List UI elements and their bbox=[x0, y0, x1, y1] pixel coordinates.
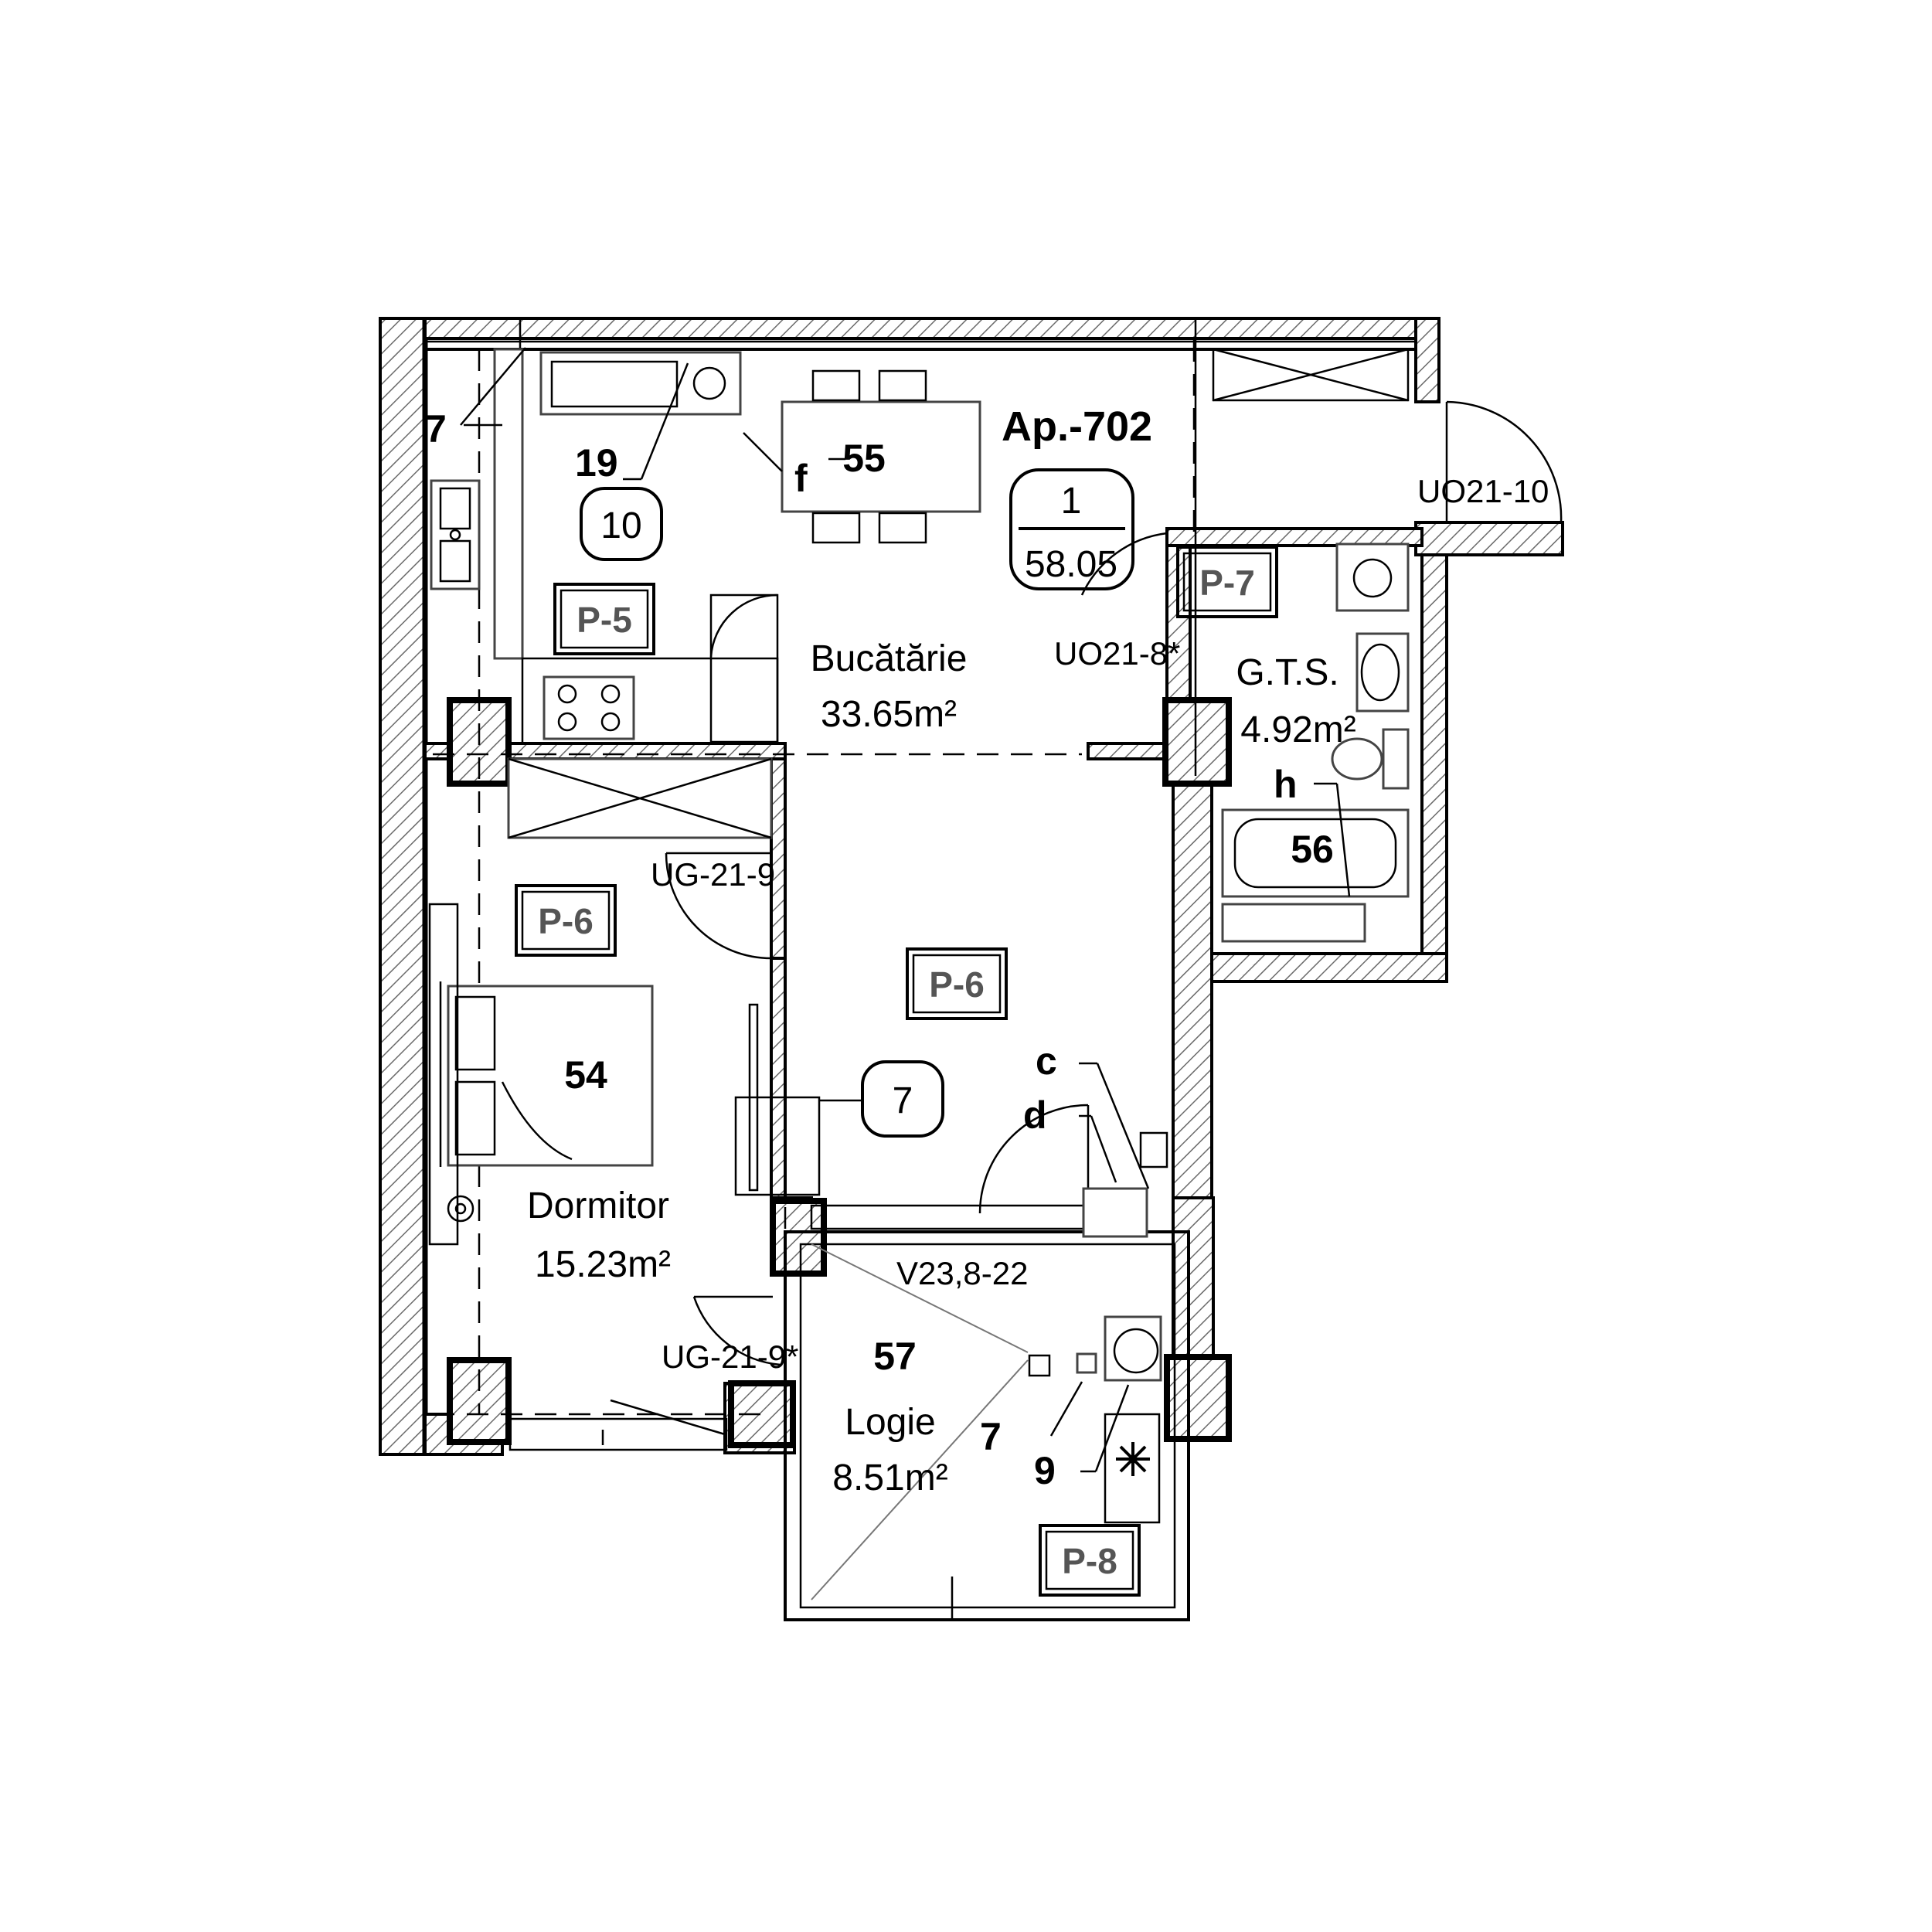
loggia-name: Logie bbox=[845, 1402, 935, 1443]
marker-kitchen-box-10: 10 bbox=[580, 487, 663, 561]
northeast-wall bbox=[1414, 317, 1440, 403]
bedroom-partition-lower bbox=[770, 957, 787, 1203]
entrance-wall bbox=[1414, 521, 1564, 556]
room-number-kitchen: 55 bbox=[842, 437, 886, 480]
north-wall bbox=[423, 317, 1417, 340]
washbasin-icon bbox=[1355, 632, 1410, 713]
columns bbox=[447, 697, 1232, 1448]
bedroom-name: Dormitor bbox=[527, 1185, 669, 1226]
room-number-loggia: 57 bbox=[873, 1335, 917, 1378]
svg-text:7: 7 bbox=[893, 1080, 913, 1121]
kitchen-counter bbox=[493, 348, 524, 660]
stove-icon bbox=[543, 675, 635, 740]
marker-kitchen-f: f bbox=[794, 457, 808, 500]
svg-text:P-6: P-6 bbox=[929, 964, 985, 1005]
column bbox=[770, 1198, 827, 1277]
floor-tag-loggia: P-8 bbox=[1039, 1524, 1141, 1597]
wardrobe-icon bbox=[507, 757, 773, 839]
washing-machine-icon bbox=[539, 351, 742, 416]
floor-tag-bathroom: P-7 bbox=[1176, 546, 1278, 618]
sink-icon bbox=[430, 479, 481, 590]
floor-tag-kitchen: P-5 bbox=[553, 583, 655, 655]
hall-east-wall bbox=[1172, 779, 1213, 1199]
leaders bbox=[460, 347, 1351, 1473]
toilet-icon bbox=[1331, 728, 1410, 790]
boiler-icon bbox=[1335, 543, 1410, 612]
marker-loggia-9: 9 bbox=[1034, 1449, 1056, 1492]
bathroom-name: G.T.S. bbox=[1236, 652, 1338, 693]
marker-kitchen-7: 7 bbox=[425, 407, 447, 451]
loggia-area: 8.51m² bbox=[832, 1458, 947, 1498]
svg-text:10: 10 bbox=[600, 505, 641, 546]
svg-text:P-8: P-8 bbox=[1062, 1541, 1117, 1581]
bathroom-shelf bbox=[1221, 903, 1366, 943]
column bbox=[1164, 1354, 1232, 1442]
apartment-badge: 1 58.05 bbox=[1009, 468, 1134, 590]
door-label-loggia: UG-21-9* bbox=[662, 1338, 798, 1375]
bathtub-icon bbox=[1221, 808, 1410, 898]
kitchen-name: Bucătărie bbox=[811, 638, 968, 679]
svg-text:P-7: P-7 bbox=[1199, 563, 1255, 603]
floor-tag-bedroom: P-6 bbox=[515, 884, 617, 957]
bed-icon bbox=[439, 981, 654, 1167]
apartment-type: 1 bbox=[1061, 481, 1082, 522]
marker-bathroom-h: h bbox=[1274, 763, 1298, 806]
dining-table-icon bbox=[743, 369, 981, 544]
hall-divider-stub bbox=[1087, 742, 1175, 760]
plant-icon bbox=[447, 1195, 474, 1223]
svg-text:P-6: P-6 bbox=[538, 901, 594, 941]
vent-duct bbox=[1028, 1354, 1051, 1377]
vent-box bbox=[1076, 1352, 1097, 1374]
bathroom-bottom-wall bbox=[1209, 952, 1448, 983]
room-number-bathroom: 56 bbox=[1291, 828, 1334, 871]
column bbox=[447, 1357, 512, 1445]
bathroom-area: 4.92m² bbox=[1240, 709, 1355, 750]
column bbox=[447, 697, 512, 787]
room-number-bedroom: 54 bbox=[564, 1053, 607, 1097]
door-label-entrance: UO21-10 bbox=[1417, 473, 1549, 509]
loggia-outline bbox=[784, 1204, 1190, 1621]
furniture bbox=[428, 348, 1410, 1524]
door-label-bedroom: UG-21-9 bbox=[651, 856, 775, 893]
bedroom-area: 15.23m² bbox=[535, 1244, 671, 1285]
column bbox=[1162, 697, 1232, 787]
marker-hall-c: c bbox=[1036, 1039, 1057, 1083]
apartment-title: Ap.-702 bbox=[1002, 403, 1152, 450]
bathroom-east-wall bbox=[1420, 532, 1448, 983]
marker-loggia-7: 7 bbox=[980, 1415, 1002, 1458]
apartment-total-area: 58.05 bbox=[1025, 544, 1117, 585]
shaft bbox=[1082, 1187, 1148, 1238]
kitchen-area: 33.65m² bbox=[821, 694, 957, 735]
west-wall bbox=[379, 317, 427, 1456]
marker-hall-box-7: 7 bbox=[861, 1060, 944, 1138]
door-label-bathroom: UO21-8* bbox=[1054, 635, 1180, 672]
bedroom-wardrobe bbox=[428, 903, 459, 1246]
marker-kitchen-19: 19 bbox=[575, 441, 618, 485]
window-label-loggia: V23,8-22 bbox=[896, 1255, 1028, 1291]
floor-tag-hall: P-6 bbox=[906, 947, 1008, 1020]
snowflake-icon bbox=[1104, 1413, 1161, 1524]
marker-hall-d: d bbox=[1023, 1094, 1047, 1137]
entrance-wardrobe bbox=[1212, 348, 1410, 402]
svg-text:P-5: P-5 bbox=[577, 600, 632, 640]
fan-icon bbox=[1104, 1315, 1162, 1382]
shelf bbox=[734, 1096, 821, 1196]
